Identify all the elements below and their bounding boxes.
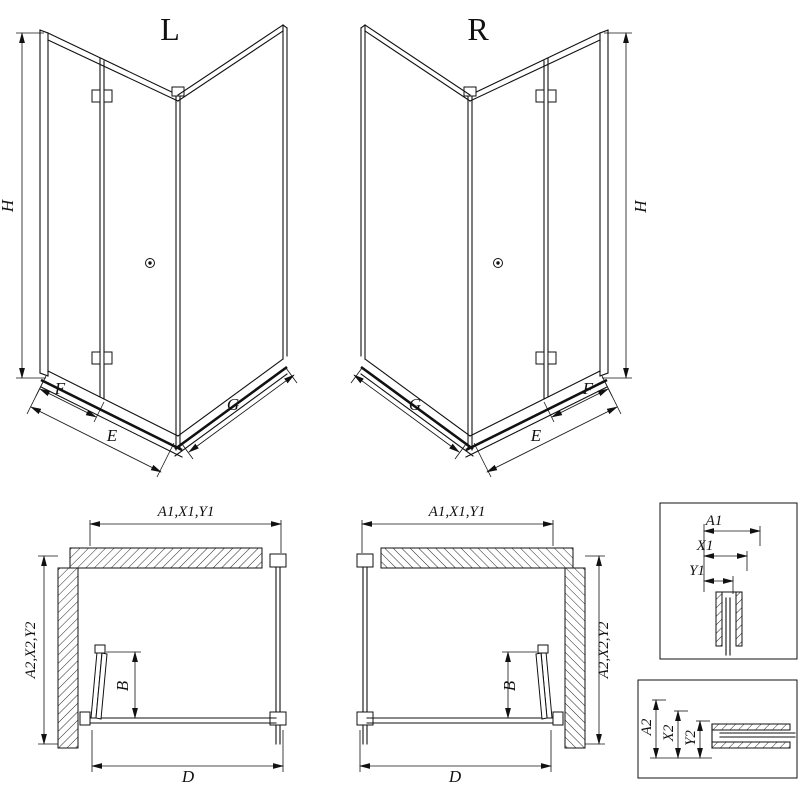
plan-left-dim-b: B	[113, 680, 132, 691]
detail-top-dim-a1: A1	[705, 513, 723, 529]
wall-profile-section-bottom	[711, 741, 791, 749]
wall-profile-section-left	[715, 591, 723, 647]
detail-top-dim-x1: X1	[696, 538, 714, 554]
wall-profile-section-top	[711, 723, 791, 731]
dim-label-h-right: H	[631, 199, 650, 214]
plan-left-dim-top: A1,X1,Y1	[157, 504, 215, 520]
wall-profile-section-right	[735, 591, 743, 647]
enclosure-3d-right	[351, 25, 632, 477]
plan-left-dim-side: A2,X2,Y2	[23, 621, 39, 679]
plan-left-dim-d: D	[181, 767, 195, 786]
plan-geometry-left	[38, 520, 286, 772]
view-3d-left: L H F E G	[0, 11, 297, 477]
detail-top-dim-y1: Y1	[689, 563, 705, 579]
dim-label-f-right: F	[582, 379, 594, 398]
detail-bottom-dim-a2: A2	[639, 718, 655, 736]
detail-bottom-dim-x2: X2	[661, 724, 677, 742]
dim-label-e-right: E	[530, 426, 542, 445]
dim-label-g-right: G	[409, 395, 421, 414]
plan-geometry-right	[357, 520, 605, 772]
plan-right-dim-b: B	[500, 680, 519, 691]
plan-view-left: A1,X1,Y1 A2,X2,Y2 B D	[23, 504, 286, 786]
detail-box-bottom-profile: A2 X2 Y2	[637, 679, 798, 779]
enclosure-3d-left	[16, 25, 297, 477]
detail-box-top-profile: A1 X1 Y1	[659, 502, 798, 660]
dim-label-h-left: H	[0, 198, 17, 213]
view-label-left: L	[160, 11, 180, 47]
dim-label-g-left: G	[227, 395, 239, 414]
view-label-right: R	[467, 11, 489, 47]
plan-right-dim-side: A2,X2,Y2	[596, 621, 612, 679]
detail-bottom-border	[637, 679, 798, 779]
detail-bottom-dim-y2: Y2	[683, 730, 699, 746]
plan-view-right: A1,X1,Y1 A2,X2,Y2 B D	[357, 504, 612, 786]
view-3d-right: R H F E G	[351, 11, 650, 477]
plan-right-dim-d: D	[448, 767, 462, 786]
dim-label-e-left: E	[106, 426, 118, 445]
detail-top-border	[659, 502, 798, 660]
dim-label-f-left: F	[54, 379, 66, 398]
plan-right-dim-top: A1,X1,Y1	[428, 504, 486, 520]
